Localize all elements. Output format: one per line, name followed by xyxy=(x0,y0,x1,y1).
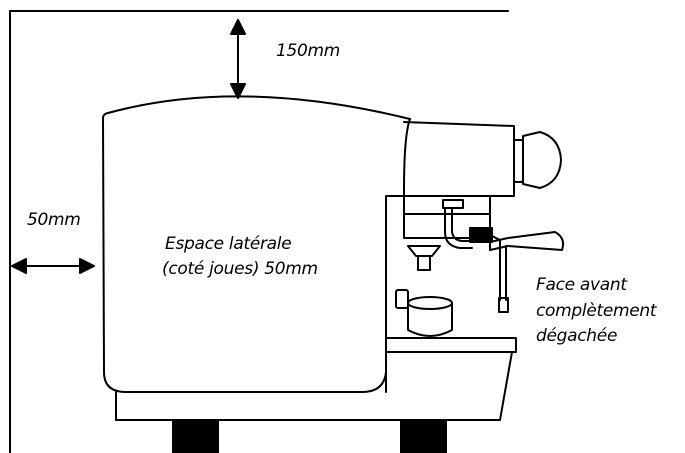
front-label-line2: complètement xyxy=(536,301,657,321)
front-label-line3: dégachée xyxy=(536,326,618,346)
drip-tray xyxy=(115,337,517,421)
wall-outline xyxy=(9,10,509,453)
side-space-label-line2: (coté joues) 50mm xyxy=(162,259,318,279)
left-clearance-label: 50mm xyxy=(27,210,81,230)
machine-side-panel xyxy=(403,121,515,197)
top-clearance-arrow xyxy=(230,19,246,99)
left-clearance-arrow xyxy=(11,258,95,274)
side-space-label-line1: Espace latérale xyxy=(165,234,292,254)
machine-body-outline xyxy=(102,95,411,393)
top-clearance-label: 150mm xyxy=(276,41,341,61)
steam-wand xyxy=(444,207,509,313)
coffee-spout xyxy=(407,245,441,271)
portafilter-handle xyxy=(489,231,565,251)
cup xyxy=(407,296,453,337)
machine-foot-right xyxy=(400,419,447,453)
steam-knob xyxy=(513,131,562,189)
side-control xyxy=(395,289,409,309)
front-label-line1: Face avant xyxy=(536,275,627,295)
machine-foot-left xyxy=(172,419,219,453)
